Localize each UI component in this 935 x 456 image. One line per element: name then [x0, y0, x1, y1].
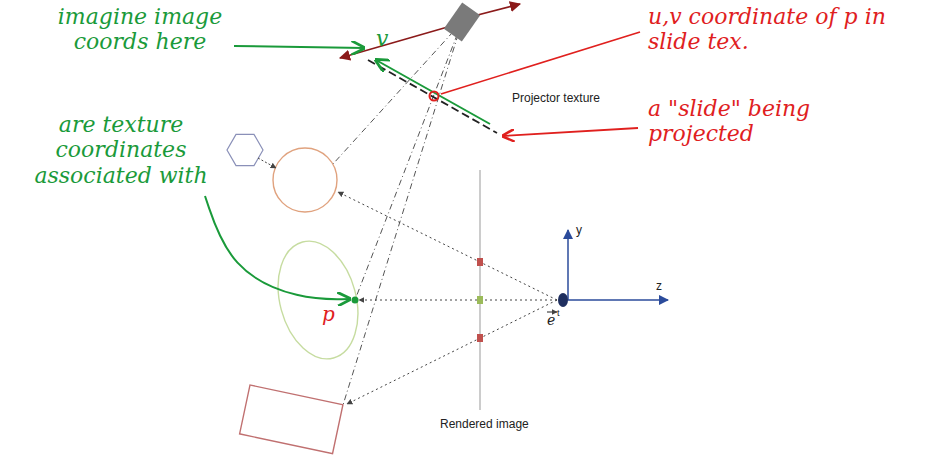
axis-label: v: [376, 26, 388, 51]
pointer-line: [441, 32, 640, 94]
pointer-line: [234, 46, 364, 48]
eye-rays: [338, 192, 557, 404]
projector-axis: [340, 24, 458, 58]
handwritten-note: u,v coordinate of p in slide tex.: [648, 4, 910, 55]
slide-axis-annotation: [376, 60, 490, 124]
pointer-line: [205, 196, 350, 299]
surface-point: [352, 297, 359, 304]
circle-object: [273, 148, 337, 212]
vector-label: e: [547, 312, 555, 328]
projector-rays: [333, 22, 462, 405]
handwritten-note: imagine image coords here: [50, 4, 230, 55]
slide-point: [430, 92, 439, 101]
pixel-mark: [477, 296, 483, 304]
pixel-mark: [477, 334, 483, 342]
pixel-mark: [477, 258, 483, 266]
handwritten-note: a "slide" being projected: [648, 96, 888, 147]
image-plane: [480, 170, 481, 410]
rectangle-object: [240, 385, 343, 454]
axis-label: z: [656, 280, 662, 294]
superscript: t: [557, 308, 560, 318]
reflection-ray: [258, 158, 276, 168]
part-label: Rendered image: [440, 418, 529, 432]
eye-symbol: [558, 293, 568, 307]
z-axis: [568, 299, 668, 301]
pointer-line: [503, 128, 638, 136]
axis-label: y: [576, 224, 582, 238]
handwritten-note: are texture coordinates associated with: [30, 112, 212, 188]
projector-body: [444, 3, 480, 42]
ellipse-object: [266, 232, 370, 368]
hexagon-object: [227, 134, 263, 165]
projector-slide: [368, 60, 497, 133]
point-label: p: [322, 303, 335, 326]
y-axis: [567, 230, 569, 300]
part-label: Projector texture: [512, 92, 600, 106]
